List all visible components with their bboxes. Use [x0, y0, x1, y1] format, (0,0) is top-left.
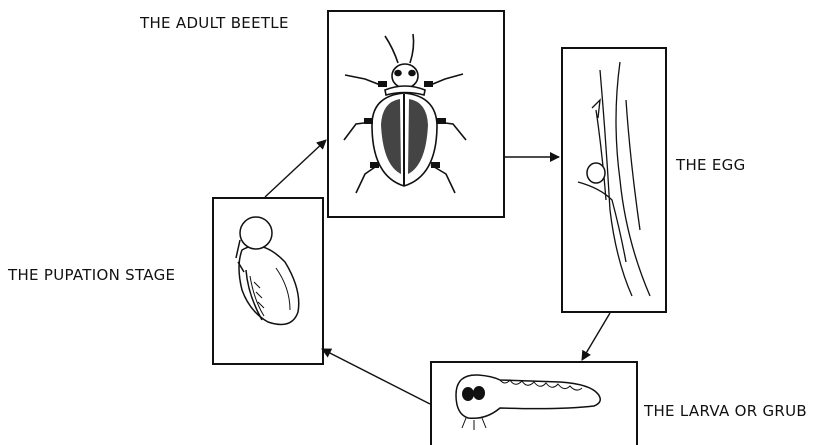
larva-panel: [431, 362, 637, 445]
egg-panel: [562, 48, 666, 312]
adult-beetle-caption: THE ADULT BEETLE: [140, 14, 289, 32]
pupation-panel: [213, 198, 323, 364]
larva-caption: THE LARVA OR GRUB: [644, 402, 807, 420]
pupation-stage-caption: THE PUPATION STAGE: [8, 266, 175, 284]
arrow-larva-to-pupation: [322, 349, 430, 404]
egg-frame: [562, 48, 666, 312]
egg-caption: THE EGG: [676, 156, 746, 174]
arrow-egg-to-larva: [582, 313, 610, 360]
adult-beetle-panel: THE ADULT BEETLE: [0, 0, 504, 217]
arrow-pupation-to-adult: [265, 140, 326, 197]
